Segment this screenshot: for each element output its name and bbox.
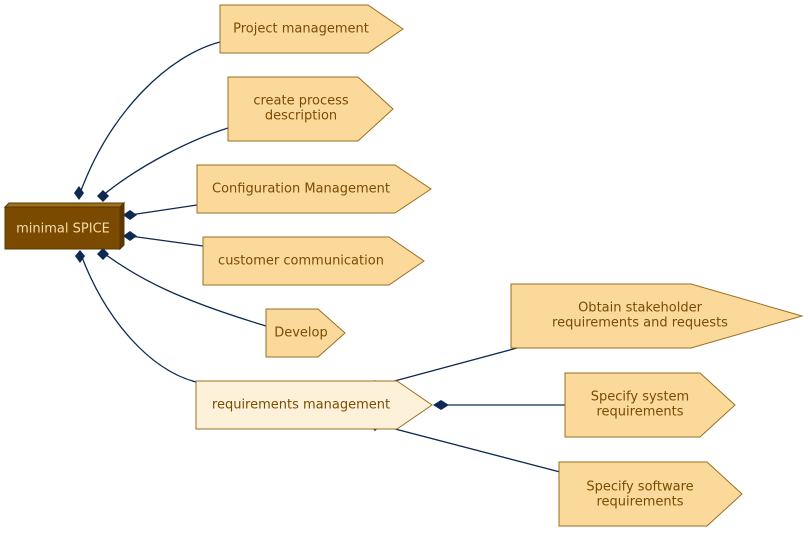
- node-label: requirements: [597, 405, 684, 420]
- edge-req-specify-software: [375, 423, 561, 473]
- node-label: create process: [253, 94, 349, 109]
- diamond-icon: [97, 190, 109, 202]
- node-label: requirements management: [212, 398, 390, 413]
- node-configuration-management[interactable]: Configuration Management: [196, 164, 432, 214]
- node-create-process-description[interactable]: create process description: [227, 76, 394, 142]
- node-label: Obtain stakeholder: [578, 301, 702, 316]
- node-customer-communication[interactable]: customer communication: [202, 236, 425, 286]
- edge-root-create-process: [101, 127, 229, 197]
- node-requirements-management[interactable]: requirements management: [195, 380, 433, 430]
- node-project-management[interactable]: Project management: [219, 4, 404, 54]
- node-label: customer communication: [218, 254, 384, 269]
- node-label: Configuration Management: [212, 182, 390, 197]
- diamond-icon: [123, 210, 137, 220]
- node-label: Specify software: [586, 480, 693, 495]
- edge-req-obtain-stakeholder: [375, 347, 518, 387]
- node-label: Specify system: [591, 390, 689, 405]
- diamond-icon: [433, 400, 449, 410]
- node-specify-software-requirements[interactable]: Specify software requirements: [558, 461, 743, 527]
- node-obtain-stakeholder-requirements[interactable]: Obtain stakeholder requirements and requ…: [510, 283, 804, 349]
- node-develop[interactable]: Develop: [265, 308, 346, 358]
- node-specify-system-requirements[interactable]: Specify system requirements: [564, 372, 736, 438]
- node-label: requirements: [597, 495, 684, 510]
- edge-root-customer-communication: [129, 235, 204, 247]
- node-label: requirements and requests: [552, 316, 728, 331]
- node-label: Project management: [233, 22, 369, 37]
- edge-root-requirements-management: [79, 251, 197, 383]
- diamond-icon: [123, 231, 137, 241]
- diamond-icon: [97, 248, 109, 260]
- node-label: description: [265, 109, 337, 124]
- edge-root-configuration: [129, 204, 198, 216]
- diamond-icon: [75, 250, 85, 263]
- root-label: minimal SPICE: [16, 222, 110, 237]
- edge-root-project-management: [78, 41, 221, 197]
- node-label: Develop: [274, 326, 328, 341]
- root-node[interactable]: minimal SPICE: [3, 201, 126, 251]
- diamond-icon: [74, 186, 84, 200]
- edge-root-develop: [101, 251, 267, 327]
